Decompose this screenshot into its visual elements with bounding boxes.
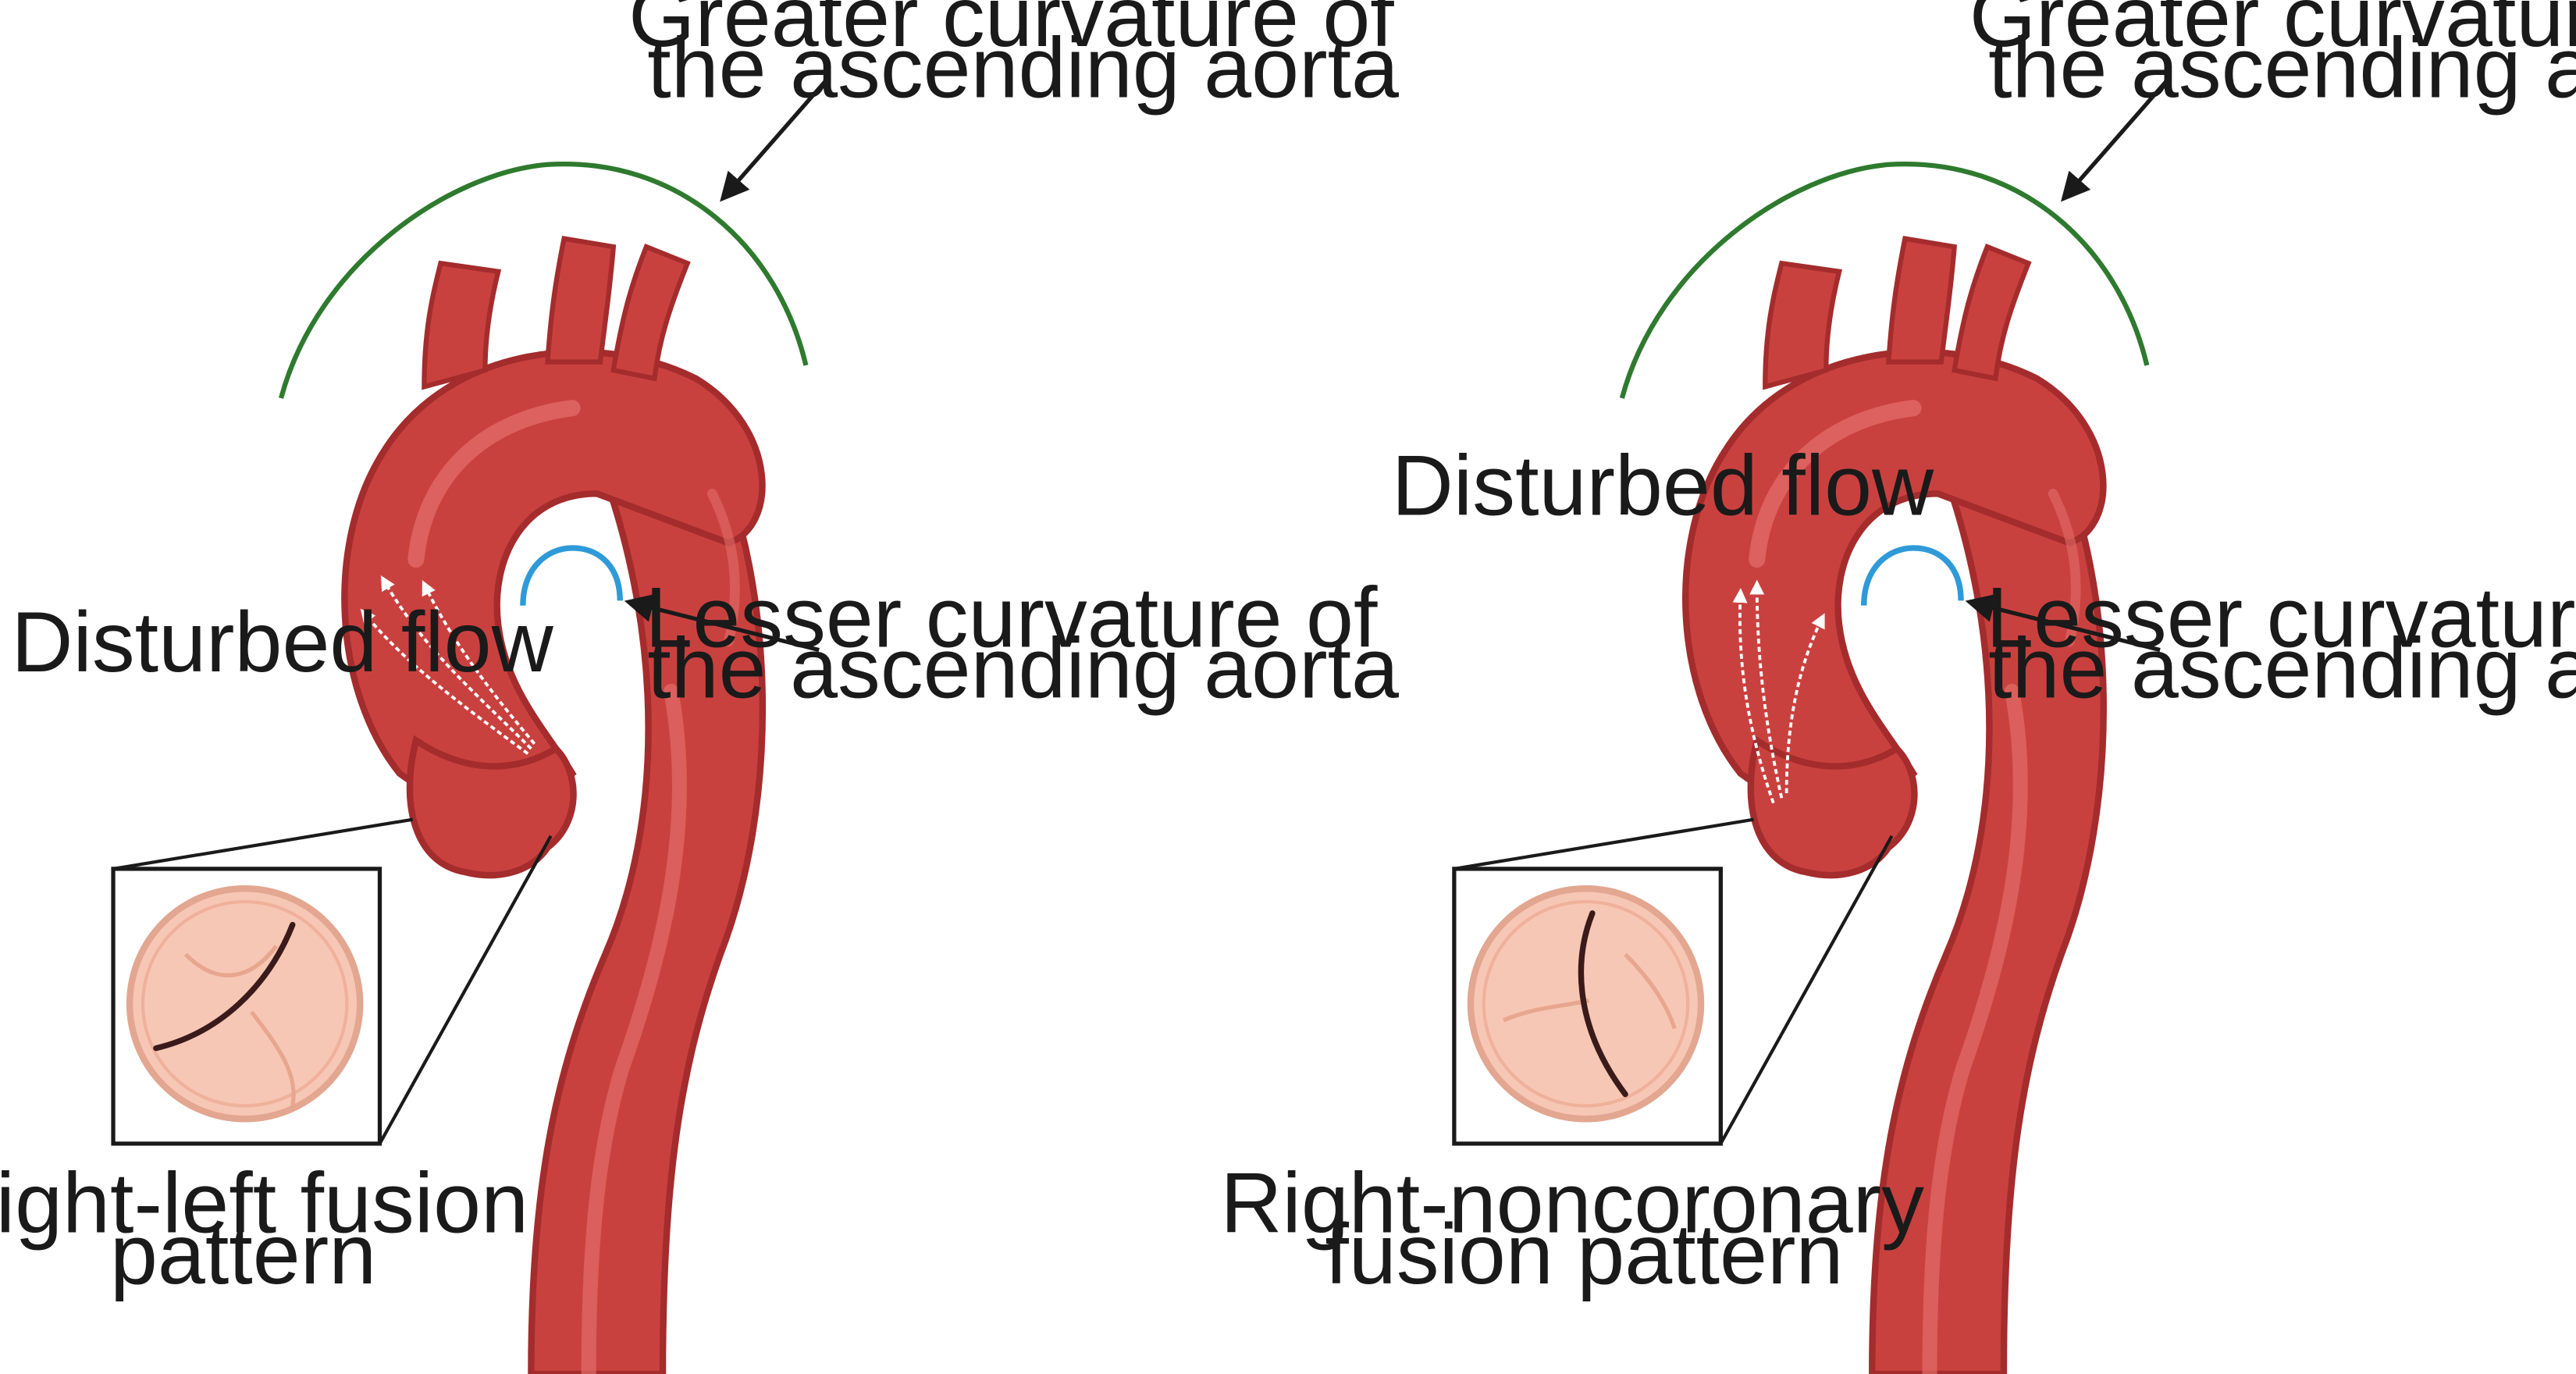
panel-right: Greater curvature of the ascending aorta…: [1220, 0, 2576, 1374]
fusion-pattern-label: Right-left fusion pattern: [0, 1156, 553, 1302]
bicuspid-valve-right-left: [126, 885, 364, 1123]
greater-curvature-arrow: [2061, 77, 2170, 202]
disturbed-flow-label: Disturbed flow: [11, 595, 553, 690]
bicuspid-valve-right-noncoronary: [1467, 885, 1705, 1123]
lesser-curvature-arrow: [1965, 593, 2161, 653]
lesser-curvature-label: Lesser curvature of the ascending aorta: [645, 570, 1401, 716]
lesser-curvature-arc: [520, 545, 623, 606]
greater-curvature-arrow: [720, 77, 829, 202]
fusion-raphe-line: [153, 921, 296, 1052]
greater-curvature-label: Greater curvature of the ascending aorta: [628, 0, 1418, 116]
lesser-curvature-label: Lesser curvature of the ascending aorta: [1986, 570, 2576, 716]
fusion-pattern-label: Right-noncoronary fusion pattern: [1220, 1156, 1948, 1302]
greater-curvature-arc: [278, 161, 809, 399]
greater-curvature-label: Greater curvature of the ascending aorta: [1969, 0, 2576, 116]
disturbed-flow-arrows: [1732, 579, 1825, 804]
inset-leader-line: [378, 835, 553, 1144]
inset-leader-line: [112, 817, 414, 870]
inset-leader-line: [1453, 817, 1754, 870]
panel-left: Greater curvature of the ascending aorta…: [0, 0, 1418, 1374]
fusion-raphe-line: [1578, 910, 1628, 1098]
lesser-curvature-arc: [1861, 545, 1964, 606]
greater-curvature-arc: [1619, 161, 2150, 399]
lesser-curvature-arrow: [624, 593, 820, 653]
inset-leader-line: [1719, 835, 1894, 1144]
disturbed-flow-label: Disturbed flow: [1392, 439, 1934, 534]
disturbed-flow-arrows: [360, 575, 536, 755]
